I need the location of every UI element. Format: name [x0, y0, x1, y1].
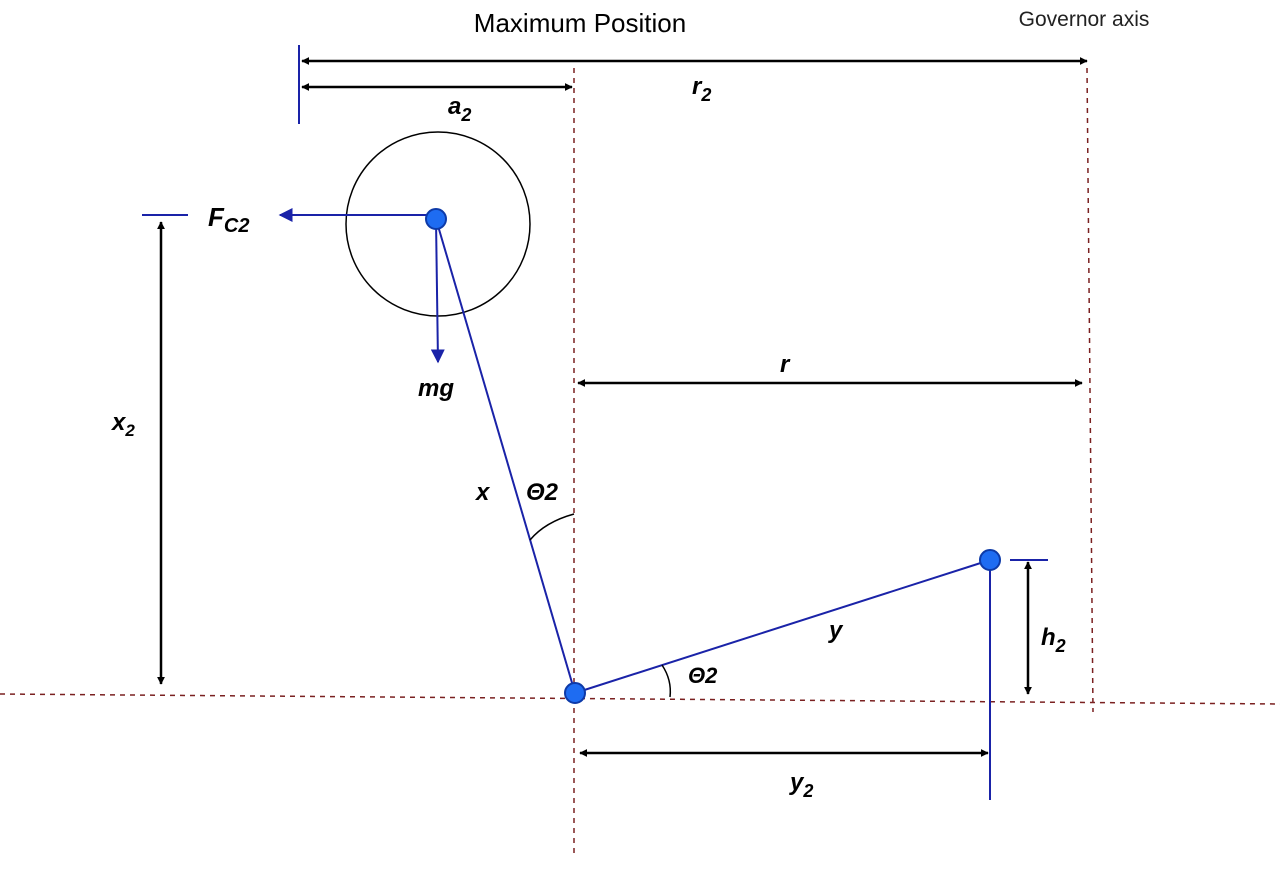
y-link-label: y [828, 617, 844, 644]
y2-label: y2 [789, 769, 813, 801]
x2-label: x2 [110, 409, 135, 440]
horizontal-centerline [0, 693, 1280, 705]
theta-upper-arc [529, 513, 575, 541]
h2-label: h2 [1041, 624, 1066, 656]
theta-upper-label: Θ2 [526, 479, 559, 506]
weight-force-arrow [430, 219, 445, 364]
diagram-title: Maximum Position [474, 8, 686, 38]
a2-label: a2 [448, 93, 471, 125]
theta-lower-arc [661, 664, 672, 698]
pivot-node [564, 682, 586, 704]
mg-label: mg [418, 375, 454, 402]
x-link-label: x [474, 479, 491, 506]
r-label: r [780, 351, 791, 378]
governor-axis-line [1086, 67, 1094, 713]
r2-label: r2 [692, 73, 711, 105]
fc2-label: FC2 [208, 202, 249, 237]
ball-center-node [425, 208, 447, 230]
sleeve-node [979, 549, 1001, 571]
arm-link-y [574, 559, 991, 694]
governor-axis-label: Governor axis [1019, 8, 1150, 31]
arm-link-x [435, 218, 576, 694]
theta-lower-label: Θ2 [688, 663, 718, 688]
